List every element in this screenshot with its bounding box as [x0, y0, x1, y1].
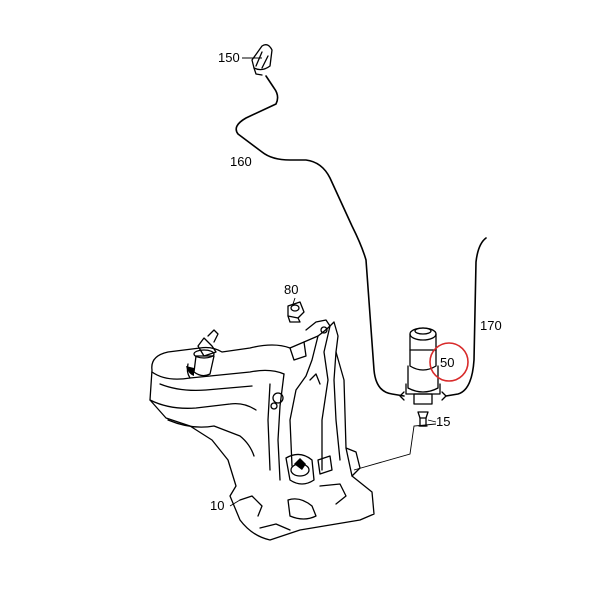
- leader-lines: [229, 57, 437, 507]
- label-160: 160: [230, 154, 252, 169]
- highlight-circle: [429, 342, 469, 382]
- label-80: 80: [284, 282, 298, 297]
- label-15: 15: [436, 414, 450, 429]
- part-170-hose[interactable]: [445, 237, 487, 397]
- label-10: 10: [210, 498, 224, 513]
- part-10-reservoir[interactable]: [149, 319, 375, 541]
- part-150-nozzle[interactable]: [251, 44, 273, 76]
- label-50: 50: [440, 355, 454, 370]
- label-170: 170: [480, 318, 502, 333]
- label-150: 150: [218, 50, 240, 65]
- part-15-grommet[interactable]: [417, 411, 429, 427]
- part-50-washer-pump[interactable]: [399, 327, 447, 405]
- part-80-cap[interactable]: [287, 301, 305, 323]
- part-160-hose[interactable]: [235, 75, 405, 397]
